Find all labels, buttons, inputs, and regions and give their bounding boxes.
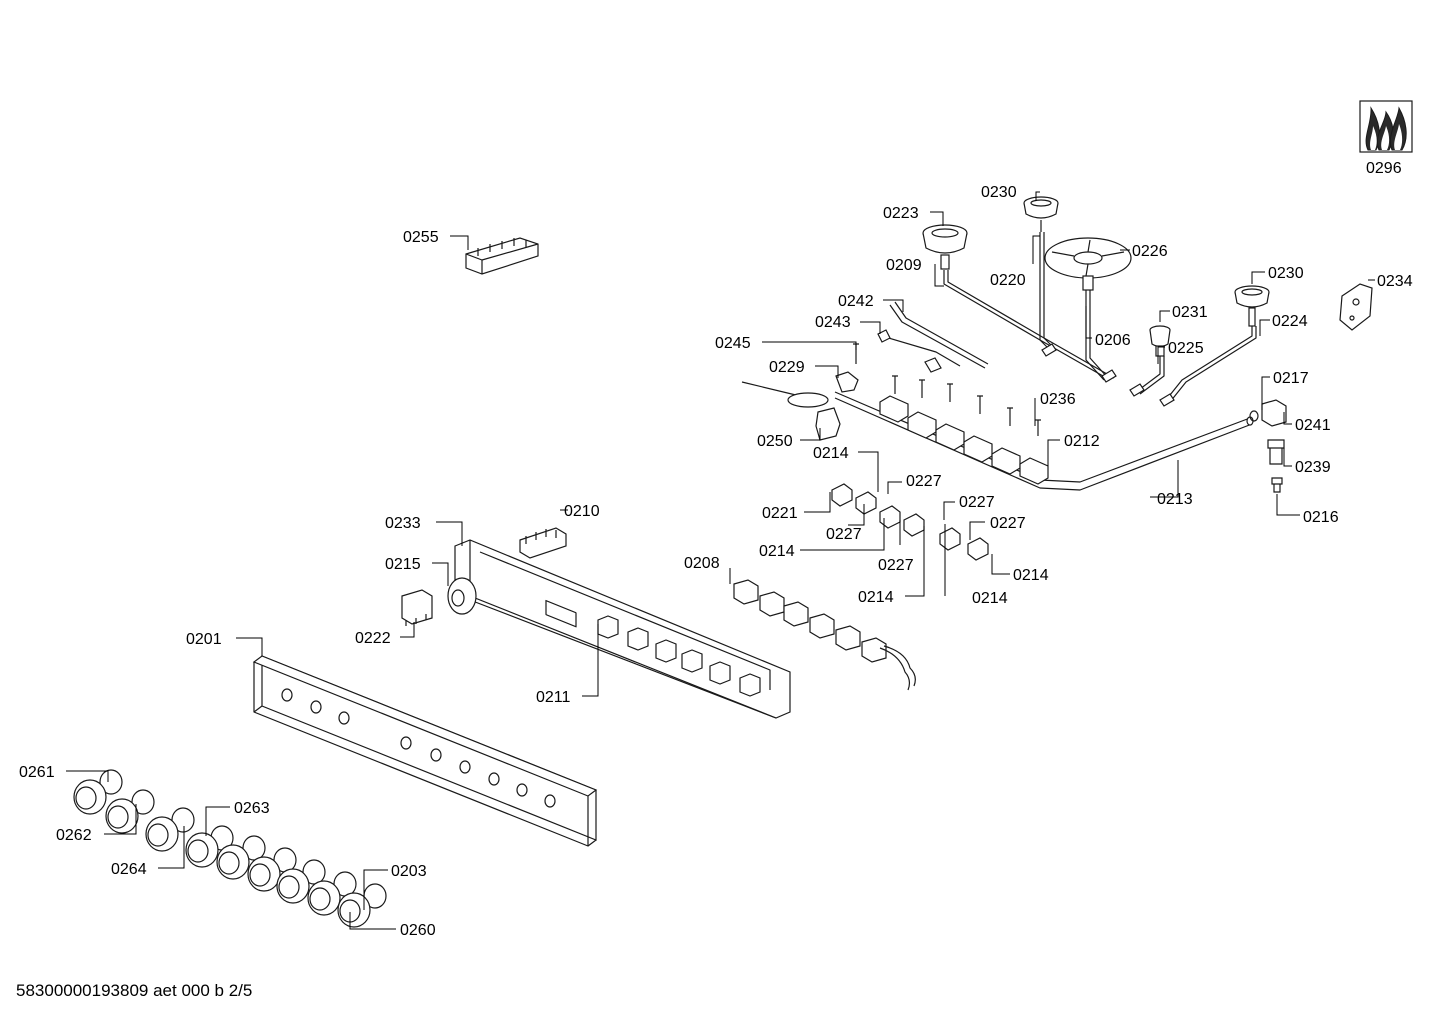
label-0229: 0229	[769, 359, 805, 376]
burner-0230-top	[1023, 196, 1059, 232]
label-0208: 0208	[684, 555, 720, 572]
label-0217: 0217	[1273, 370, 1309, 387]
front-panel-0201	[252, 655, 598, 847]
label-0203: 0203	[391, 863, 427, 880]
knob-1	[73, 769, 123, 815]
valve-clips	[831, 483, 989, 561]
panel-knob-holes	[281, 688, 556, 808]
label-0213: 0213	[1157, 491, 1193, 508]
switch-0222	[401, 589, 433, 626]
label-0231: 0231	[1172, 304, 1208, 321]
label-0230-right: 0230	[1268, 265, 1304, 282]
frame-slots	[597, 615, 761, 697]
label-0220: 0220	[990, 272, 1026, 289]
label-0201: 0201	[186, 631, 222, 648]
valve-assembly-0208	[733, 579, 916, 691]
control-knobs	[73, 769, 387, 928]
label-0209: 0209	[886, 257, 922, 274]
label-0261: 0261	[19, 764, 55, 781]
terminal-0210	[519, 527, 567, 559]
label-0230-top: 0230	[981, 184, 1017, 201]
label-0236: 0236	[1040, 391, 1076, 408]
label-0211: 0211	[536, 689, 571, 706]
burner-0230-right	[1234, 285, 1270, 327]
label-0227-c: 0227	[959, 494, 995, 511]
label-0214-d: 0214	[858, 589, 894, 606]
knob-6	[247, 847, 297, 892]
bracket-0234	[1339, 283, 1373, 331]
timer-0215	[447, 577, 477, 615]
label-0263: 0263	[234, 800, 270, 817]
label-0212: 0212	[1064, 433, 1100, 450]
burner-0231	[1149, 325, 1171, 357]
igniter-0250	[741, 371, 859, 441]
label-0227-e: 0227	[878, 557, 914, 574]
thermocouple-wires	[877, 301, 989, 373]
manifold-valves	[879, 395, 1049, 485]
label-0223: 0223	[883, 205, 919, 222]
control-frame-0233	[454, 539, 791, 719]
label-0214-c: 0214	[1013, 567, 1049, 584]
label-0214-a: 0214	[813, 445, 849, 462]
label-0255: 0255	[403, 229, 439, 246]
label-0239: 0239	[1295, 459, 1331, 476]
label-0221: 0221	[762, 505, 798, 522]
gas-pipes	[943, 232, 1257, 407]
label-0264: 0264	[111, 861, 147, 878]
label-0243: 0243	[815, 314, 851, 331]
gas-manifold	[834, 343, 1254, 491]
label-0233: 0233	[385, 515, 421, 532]
part-labels: 0296 0230 0223 0226 0209 0220 0255 0230 …	[19, 160, 1413, 939]
screws	[853, 343, 1041, 436]
label-0227-d: 0227	[990, 515, 1026, 532]
leader-lines	[66, 191, 1375, 930]
label-0225: 0225	[1168, 340, 1204, 357]
gas-flame-icon	[1359, 100, 1413, 153]
knob-4	[185, 825, 234, 868]
knob-9	[337, 883, 387, 928]
label-0234: 0234	[1377, 273, 1413, 290]
label-0250: 0250	[757, 433, 793, 450]
label-0210: 0210	[564, 503, 600, 520]
burner-0226	[1044, 237, 1132, 291]
terminal-block-0255	[465, 237, 539, 275]
label-0227-b: 0227	[826, 526, 862, 543]
knob-7	[276, 859, 326, 904]
label-0216: 0216	[1303, 509, 1339, 526]
label-0226: 0226	[1132, 243, 1168, 260]
burner-0223	[922, 224, 968, 270]
knob-2	[105, 789, 155, 834]
label-0214-b: 0214	[759, 543, 795, 560]
label-0296: 0296	[1366, 160, 1402, 177]
gas-connector	[1249, 399, 1287, 493]
label-0242: 0242	[838, 293, 874, 310]
knob-3	[145, 807, 195, 852]
label-0214-e: 0214	[972, 590, 1008, 607]
label-0260: 0260	[400, 922, 436, 939]
label-0227-a: 0227	[906, 473, 942, 490]
label-0215: 0215	[385, 556, 421, 573]
label-0245: 0245	[715, 335, 751, 352]
label-0206: 0206	[1095, 332, 1131, 349]
label-0224: 0224	[1272, 313, 1308, 330]
label-0262: 0262	[56, 827, 92, 844]
document-reference: 58300000193809 aet 000 b 2/5	[16, 981, 253, 1000]
label-0241: 0241	[1295, 417, 1331, 434]
knob-8	[307, 871, 357, 916]
label-0222: 0222	[355, 630, 391, 647]
